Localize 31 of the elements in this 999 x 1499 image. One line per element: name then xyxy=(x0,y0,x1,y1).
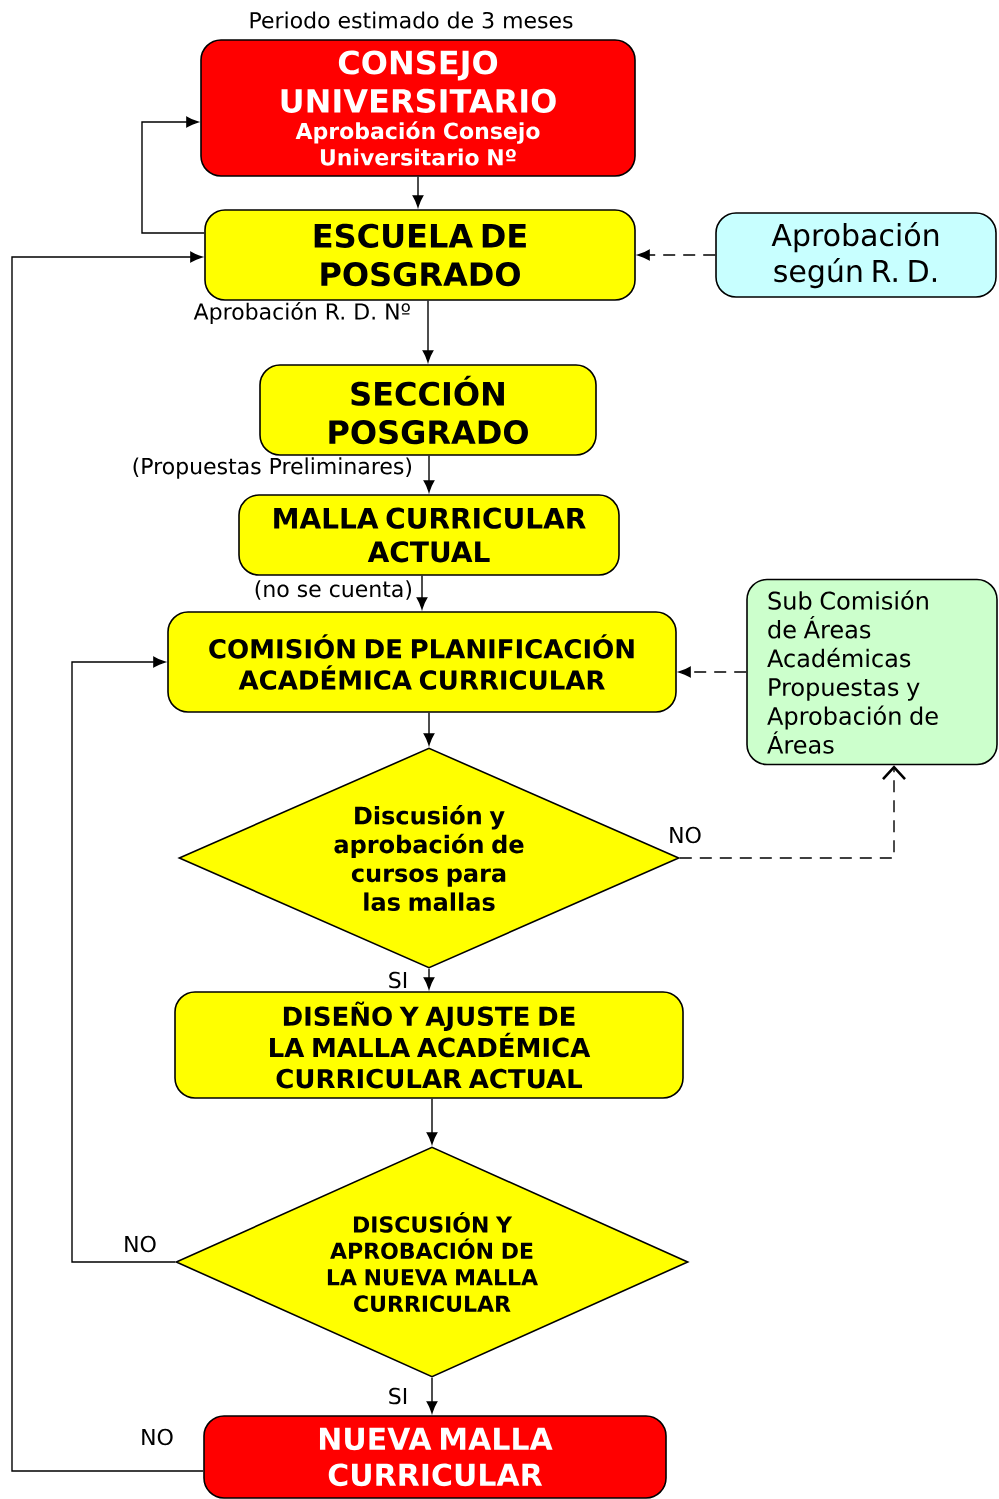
node-caption: (no se cuenta) xyxy=(255,580,412,600)
edge-label: SI xyxy=(385,1385,411,1407)
rounded-box: ESCUELA DE POSGRADO xyxy=(204,209,636,301)
rounded-box: SECCIÓN POSGRADO xyxy=(259,364,597,456)
title: Periodo estimado de 3 meses xyxy=(250,11,573,29)
arrow xyxy=(678,666,747,678)
node-caption: Aprobación R. D. Nº xyxy=(193,301,410,325)
edge-label: NO xyxy=(138,1426,176,1448)
arrow xyxy=(422,300,434,363)
node-caption: (Propuestas Preliminares) xyxy=(133,457,412,479)
rounded-box: DISEÑO Y AJUSTE DE LA MALLA ACADÉMICA CURRICULAR ACTUAL xyxy=(174,991,684,1099)
arrow xyxy=(412,176,424,208)
arrow xyxy=(423,712,435,746)
arrow xyxy=(679,765,906,859)
rounded-box: NUEVA MALLA CURRICULAR xyxy=(203,1415,667,1499)
arrow xyxy=(141,116,205,234)
rounded-box: Aprobación según R. D. xyxy=(715,212,997,298)
arrow xyxy=(423,968,435,990)
arrow xyxy=(423,455,435,493)
arrow xyxy=(11,251,204,1472)
edge-label: SI xyxy=(385,969,411,991)
edge-label: NO xyxy=(121,1233,159,1255)
rounded-box: CONSEJO UNIVERSITARIO Aprobación Consejo Universitario Nº xyxy=(200,39,636,177)
arrow xyxy=(426,1098,438,1145)
rounded-box: COMISIÓN DE PLANIFICACIÓN ACADÉMICA CURRICULAR xyxy=(167,611,677,713)
rounded-box: Sub Comisión de Áreas Académicas Propuestas y Aprobación de Áreas xyxy=(746,578,998,766)
arrow xyxy=(426,1377,438,1414)
arrow xyxy=(71,656,176,1263)
rounded-box: MALLA CURRICULAR ACTUAL xyxy=(238,494,620,576)
arrow xyxy=(416,575,428,610)
arrow xyxy=(637,249,716,261)
